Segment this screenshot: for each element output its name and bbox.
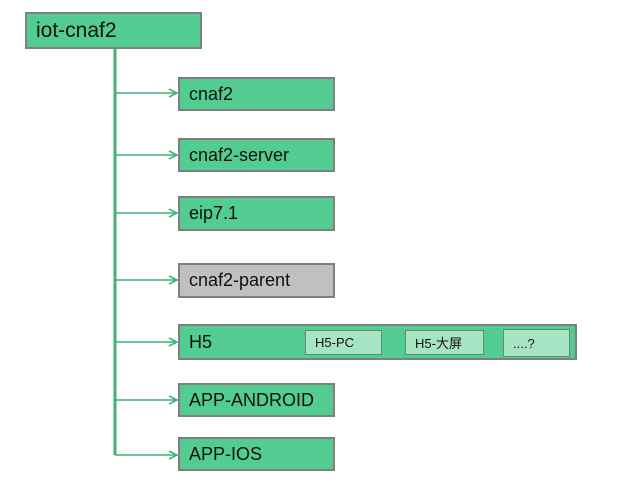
child-node-label: H5	[189, 331, 213, 352]
child-node-label: cnaf2	[189, 83, 234, 104]
child-node-label: APP-IOS	[189, 443, 263, 464]
child-node-eip7-1[interactable]: eip7.1	[178, 196, 335, 231]
root-node-label: iot-cnaf2	[36, 18, 117, 42]
root-node[interactable]: iot-cnaf2	[25, 12, 202, 49]
child-node-label: cnaf2-parent	[189, 270, 291, 290]
child-node-label: cnaf2-server	[189, 144, 290, 165]
sub-item-label: H5-PC	[315, 335, 355, 350]
sub-item-h5-pc[interactable]: H5-PC	[305, 330, 382, 355]
child-node-cnaf2-parent[interactable]: cnaf2-parent	[178, 263, 335, 298]
sub-item-unknown[interactable]: ....?	[503, 329, 570, 357]
sub-item-label: ....?	[513, 335, 535, 351]
child-node-label: eip7.1	[189, 203, 239, 223]
child-node-app-ios[interactable]: APP-IOS	[178, 437, 335, 471]
child-node-cnaf2-server[interactable]: cnaf2-server	[178, 138, 335, 172]
branch-arrows	[115, 93, 177, 455]
child-node-app-android[interactable]: APP-ANDROID	[178, 383, 335, 417]
sub-item-h5-large-screen[interactable]: H5-大屏	[405, 330, 484, 355]
sub-item-label: H5-大屏	[415, 336, 462, 351]
child-node-cnaf2[interactable]: cnaf2	[178, 77, 335, 111]
child-node-label: APP-ANDROID	[189, 389, 315, 410]
